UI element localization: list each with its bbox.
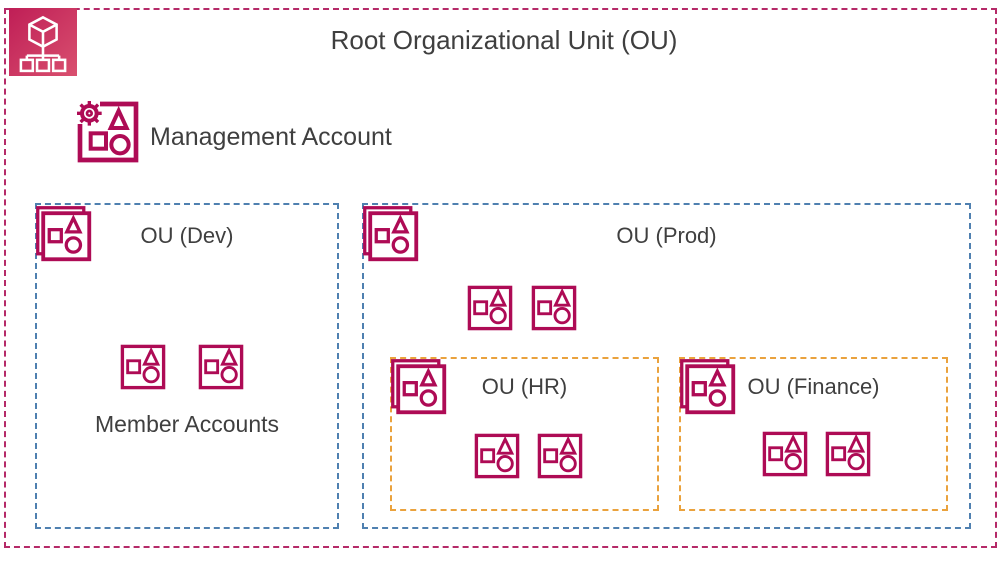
member-account-icon xyxy=(198,344,244,390)
member-accounts-label: Member Accounts xyxy=(94,411,280,437)
ou-hr-label: OU (HR) xyxy=(481,374,568,399)
ou-dev-box: OU (Dev) Member Accounts xyxy=(35,203,339,529)
ou-dev-label: OU (Dev) xyxy=(140,223,234,248)
prod-member-accounts-row xyxy=(467,285,577,331)
dev-member-accounts-row xyxy=(120,344,244,390)
member-account-icon xyxy=(531,285,577,331)
member-account-icon xyxy=(467,285,513,331)
management-account-label: Management Account xyxy=(150,123,392,151)
diagram-title: Root Organizational Unit (OU) xyxy=(330,25,678,55)
hr-member-accounts-row xyxy=(474,433,583,479)
member-account-icon xyxy=(537,433,583,479)
ou-prod-box: OU (Prod) OU (HR) OU (Finance) xyxy=(362,203,971,529)
management-account-icon xyxy=(76,100,140,164)
ou-prod-label: OU (Prod) xyxy=(616,223,717,248)
member-account-icon xyxy=(762,431,808,477)
finance-member-accounts-row xyxy=(762,431,871,477)
ou-finance-label: OU (Finance) xyxy=(747,374,880,399)
member-account-icon xyxy=(825,431,871,477)
root-ou-box xyxy=(4,8,997,548)
member-account-icon xyxy=(120,344,166,390)
member-account-icon xyxy=(474,433,520,479)
ou-finance-box: OU (Finance) xyxy=(679,357,948,511)
ou-hr-box: OU (HR) xyxy=(390,357,659,511)
